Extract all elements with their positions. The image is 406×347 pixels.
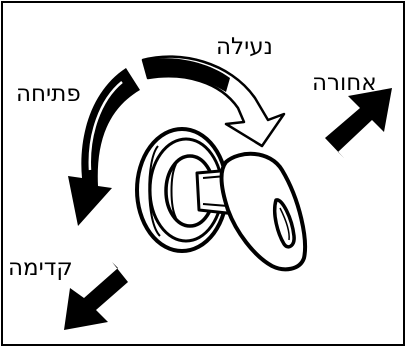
rearward-label: אחורה: [312, 72, 377, 95]
arrow-up-right-icon: [325, 88, 392, 158]
arrow-down-left-icon: [64, 262, 128, 330]
unlock-label: פתיחה: [16, 83, 81, 106]
key-icon: [197, 154, 305, 269]
lock-label: נעילה: [216, 36, 273, 59]
forward-label: קדימה: [8, 257, 73, 280]
